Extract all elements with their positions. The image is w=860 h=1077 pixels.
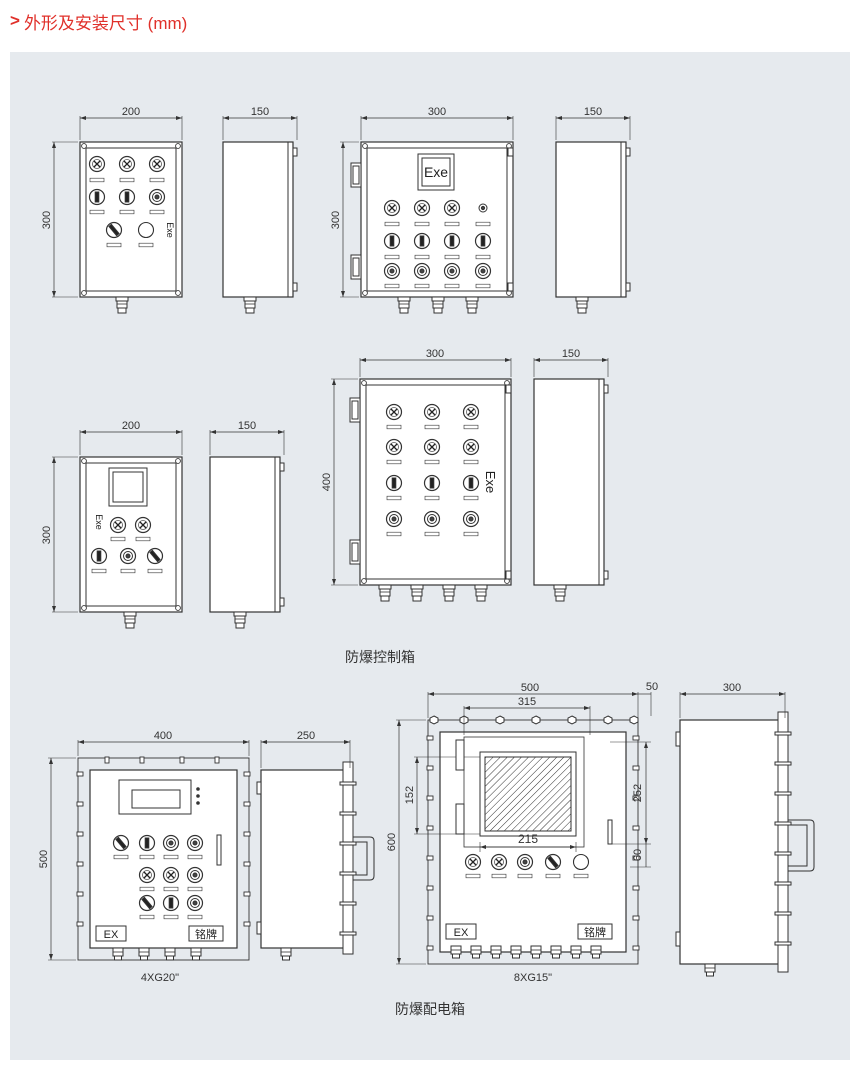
exe-mark-d: Exe	[483, 471, 498, 493]
caption-distribution-box: 防爆配电箱	[395, 1001, 465, 1017]
dim-depth-e: 250	[297, 730, 315, 742]
dim-depth-a: 150	[251, 106, 269, 118]
ex-label-e: EX	[104, 929, 119, 941]
dim-width-e: 400	[154, 730, 172, 742]
exe-mark-c: Exe	[94, 514, 104, 530]
exe-mark-b: Exe	[424, 164, 448, 180]
dim-width-d: 300	[426, 348, 444, 360]
exe-mark-a: Exe	[165, 222, 175, 238]
dim-height-a: 300	[41, 211, 53, 229]
dim-offset-60: 60	[632, 849, 644, 861]
dim-height-e: 500	[38, 850, 50, 868]
section-header: > 外形及安装尺寸 (mm)	[10, 8, 187, 34]
nameplate-label-f: 铭牌	[584, 925, 606, 939]
caption-control-box: 防爆控制箱	[345, 649, 415, 665]
chevron-right-icon: >	[10, 11, 20, 30]
dim-window-width: 315	[518, 696, 536, 708]
model-label-4xg20: 4XG20"	[141, 972, 179, 984]
dim-width-b: 300	[428, 106, 446, 118]
model-label-8xg15: 8XG15"	[514, 972, 552, 984]
dim-width-c: 200	[122, 420, 140, 432]
dim-depth-b: 150	[584, 106, 602, 118]
dim-screen-width: 215	[518, 832, 538, 846]
dim-height-b: 300	[330, 211, 342, 229]
ex-label-f: EX	[454, 927, 469, 939]
dim-offset-252: 252	[632, 784, 644, 802]
dim-height-c: 300	[41, 526, 53, 544]
dim-depth-d: 150	[562, 348, 580, 360]
dimension-drawings: 200 150 300 150 300 300 200 150 300 150 …	[38, 106, 815, 1017]
section-title: 外形及安装尺寸 (mm)	[23, 13, 188, 33]
dim-offset-50: 50	[646, 681, 658, 693]
dim-width-a: 200	[122, 106, 140, 118]
dim-height-f: 600	[386, 833, 398, 851]
nameplate-label-e: 铭牌	[195, 927, 217, 941]
dim-height-d: 400	[321, 473, 333, 491]
dim-window-height: 152	[404, 786, 416, 804]
dim-depth-f: 300	[723, 682, 741, 694]
drawing-panel: 200 150 300 150 300 300 200 150 300 150 …	[10, 52, 850, 1060]
dim-depth-c: 150	[238, 420, 256, 432]
dim-width-f: 500	[521, 682, 539, 694]
